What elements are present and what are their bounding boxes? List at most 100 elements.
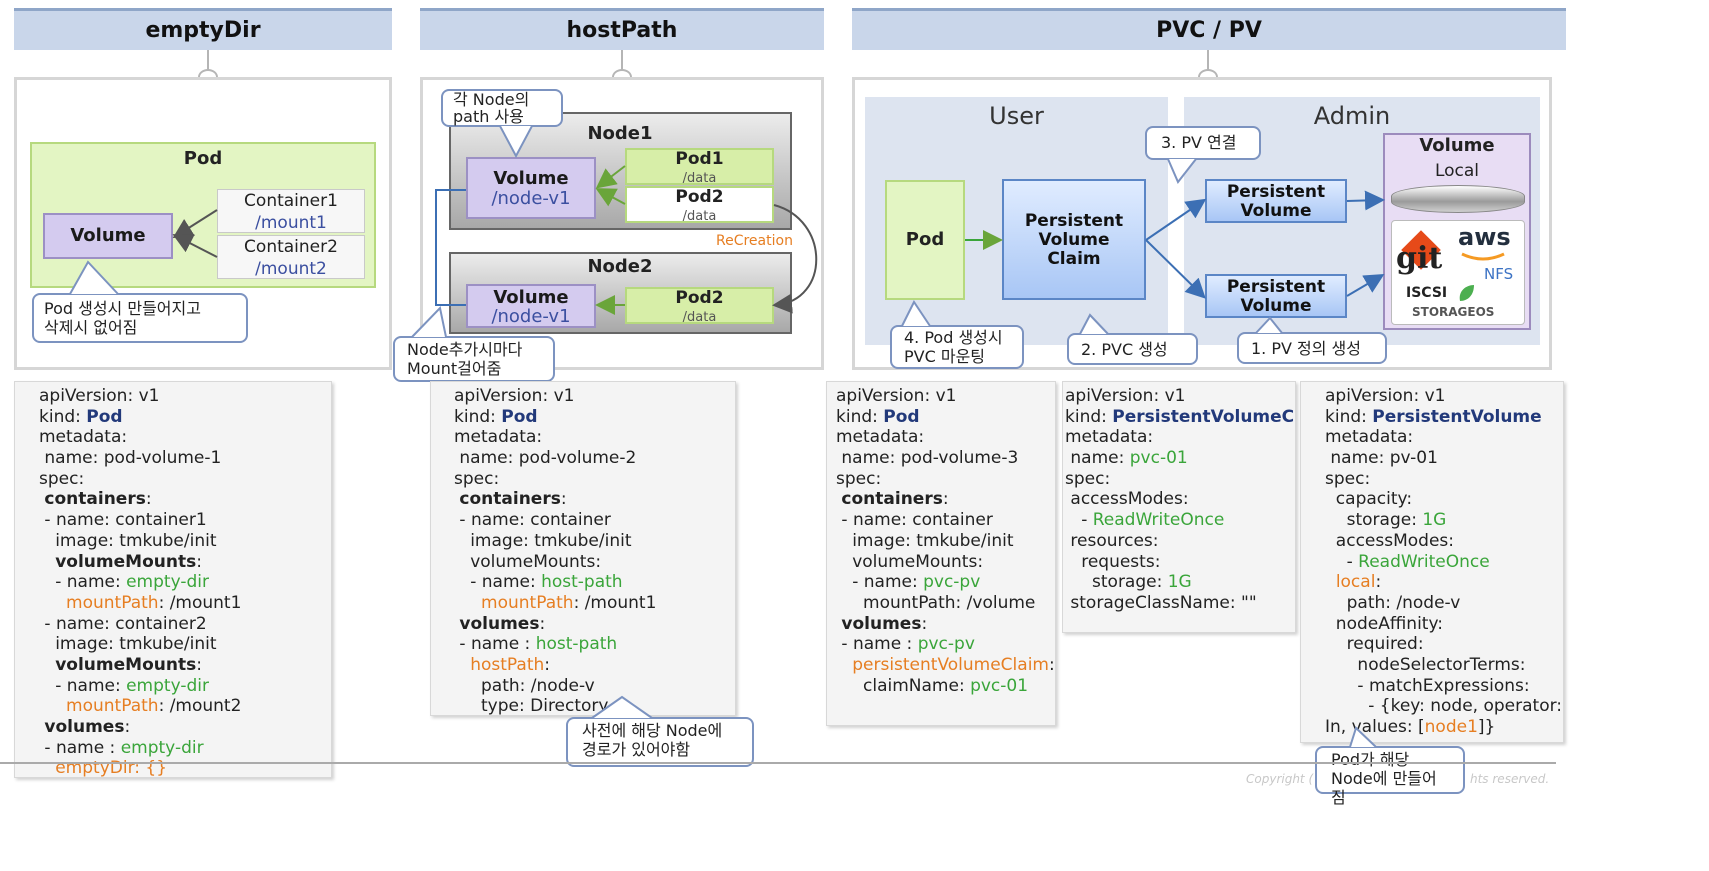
code-line: kind: Pod — [836, 407, 1055, 428]
code-line: - matchExpressions: — [1325, 676, 1563, 697]
pvc-line: Volume — [1038, 230, 1110, 250]
code-token: spec: — [1065, 468, 1111, 489]
node1-pod1: Pod1 /data — [625, 148, 774, 186]
git-logo-icon — [1398, 227, 1444, 273]
code-token: empty-dir — [126, 572, 209, 593]
callout-line: 4. Pod 생성시 — [904, 328, 1003, 347]
pod-name: Pod2 — [675, 288, 724, 308]
code-token: : — [539, 613, 546, 634]
code-line: - name: pvc-pv — [836, 572, 1055, 593]
code-token: : — [921, 613, 928, 634]
code-token: - name: container — [454, 510, 611, 531]
callout-line: path 사용 — [453, 107, 524, 126]
node1-label: Node1 — [587, 123, 653, 144]
footer-line — [0, 762, 1556, 764]
code-line: spec: — [39, 469, 331, 490]
callout-line: Pod 생성시 만들어지고 — [44, 299, 201, 318]
code-token: - name: — [39, 675, 127, 696]
code-token: spec: — [39, 468, 85, 489]
mount-path: /mount2 — [255, 259, 327, 279]
code-token: metadata: — [1325, 427, 1414, 448]
code-line: image: tmkube/init — [39, 531, 331, 552]
code-line: volumes: — [39, 717, 331, 738]
code-line: - name: empty-dir — [39, 676, 331, 697]
code-token: volumes — [44, 717, 125, 737]
code-line: spec: — [1065, 469, 1295, 490]
pv-line: Volume — [1240, 201, 1312, 221]
callout-line: 삭제시 없어짐 — [44, 318, 138, 337]
callout-pod-node: Pod가 해당 Node에 만들어짐 — [1315, 746, 1465, 807]
code-line: storage: 1G — [1325, 510, 1563, 531]
code-token: image: tmkube/init — [39, 530, 217, 551]
code-line: apiVersion: v1 — [1325, 386, 1563, 407]
code-line: hostPath: — [454, 655, 735, 676]
pv-line: Persistent — [1226, 277, 1326, 297]
code-line: persistentVolumeClaim: — [836, 655, 1055, 676]
callout-node-path: 각 Node의 path 사용 — [441, 89, 563, 127]
code-token — [39, 696, 66, 716]
code-token: : — [560, 489, 567, 510]
pv-line: Persistent — [1226, 182, 1326, 202]
code-token: resources: — [1065, 530, 1159, 551]
code-token: image: tmkube/init — [454, 530, 632, 551]
code-line: image: tmkube/init — [836, 531, 1055, 552]
code-line: spec: — [1325, 469, 1563, 490]
code-token: : — [1375, 572, 1382, 593]
code-token: pvc-01 — [1129, 448, 1188, 469]
code-token — [39, 552, 55, 572]
connector-line — [207, 50, 209, 70]
volume-box: Volume — [43, 213, 173, 259]
user-label: User — [989, 102, 1044, 130]
code-token: volumeMounts — [55, 654, 197, 675]
pv-box-top: Persistent Volume — [1205, 179, 1347, 223]
pvc-line: Persistent — [1024, 211, 1124, 231]
code-token: mountPath — [481, 592, 574, 613]
callout-pv-define: 1. PV 정의 생성 — [1237, 332, 1387, 364]
code-token: pvc-01 — [970, 675, 1029, 696]
pvc-line: Claim — [1047, 249, 1101, 269]
node2-volume: Volume /node-v1 — [466, 284, 596, 328]
node1-pod2: Pod2 /data — [625, 186, 774, 224]
code-line: local: — [1325, 572, 1563, 593]
code-token: capacity: — [1325, 489, 1413, 510]
code-token: : — [942, 489, 949, 510]
aws-logo-text: aws — [1458, 223, 1511, 251]
code-token: ]} — [1477, 717, 1496, 737]
code-token: containers — [44, 489, 146, 510]
pvc-pod-box: Pod — [885, 180, 965, 300]
container1-box: Container1 /mount1 — [217, 189, 365, 233]
code-line: storageClassName: "" — [1065, 593, 1295, 614]
code-line: name: pvc-01 — [1065, 448, 1295, 469]
code-token: : — [544, 654, 550, 675]
code-token — [1325, 572, 1336, 592]
iscsi-logo-text: ISCSI — [1406, 285, 1448, 301]
code-token: apiVersion: v1 — [1065, 386, 1186, 406]
pod-path: /data — [682, 171, 717, 186]
code-line: claimName: pvc-01 — [836, 676, 1055, 697]
code-line: volumeMounts: — [836, 552, 1055, 573]
code-line: containers: — [454, 489, 735, 510]
storage-volume-title: Volume — [1419, 135, 1495, 156]
storageos-leaf-icon — [1456, 281, 1478, 305]
admin-label: Admin — [1313, 102, 1391, 130]
git-logo-text: git — [1396, 241, 1443, 276]
copyright-right: hts reserved. — [1470, 772, 1550, 786]
code-token: metadata: — [836, 427, 925, 448]
container-name: Container2 — [244, 237, 338, 257]
code-token: 1G — [1422, 510, 1447, 531]
code-token: pvc-pv — [923, 572, 981, 593]
code-token: Pod — [86, 406, 123, 427]
code-token: - — [1065, 510, 1093, 531]
callout-line: Node추가시마다 — [407, 340, 523, 359]
code-line: mountPath: /volume — [836, 593, 1055, 614]
code-token: mountPath — [66, 696, 159, 717]
code-line: containers: — [836, 489, 1055, 510]
code-token: local — [1335, 572, 1376, 593]
code-line: capacity: — [1325, 489, 1563, 510]
container2-box: Container2 /mount2 — [217, 235, 365, 279]
pod-label: Pod — [905, 229, 945, 250]
node2-label: Node2 — [587, 256, 653, 277]
code-token: name: pv-01 — [1325, 448, 1438, 469]
